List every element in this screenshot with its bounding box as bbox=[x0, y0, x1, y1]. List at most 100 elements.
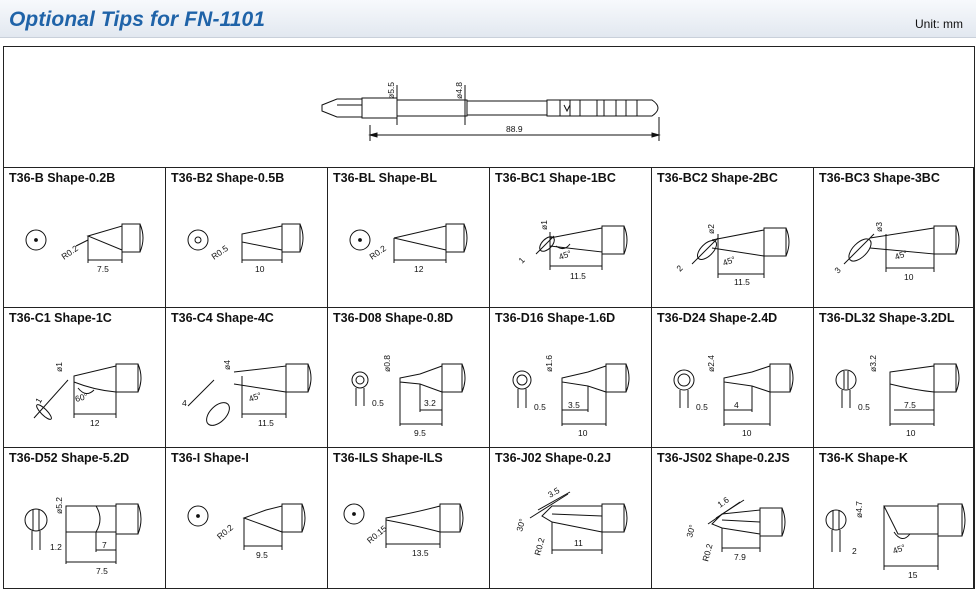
tip-drawing: R0.15 13.5 bbox=[343, 503, 464, 558]
tip-dim: 1.6 bbox=[715, 495, 731, 510]
tip-cell: T36-BC3 Shape-3BC ø3 3 45° 10 bbox=[814, 168, 974, 308]
tip-label: T36-K Shape-K bbox=[819, 451, 908, 465]
tip-dim: R0.2 bbox=[367, 243, 388, 262]
tip-dim: 3 bbox=[832, 265, 843, 276]
tip-dim: ø2.4 bbox=[706, 355, 716, 372]
tip-dim: 2 bbox=[852, 546, 857, 556]
tip-dim: R0.15 bbox=[365, 523, 389, 545]
tip-dim: 1.2 bbox=[50, 542, 62, 552]
tip-drawing: ø1 1 60° 12 bbox=[33, 362, 142, 428]
tip-dim: 45° bbox=[721, 254, 737, 268]
tip-drawing: R0.5 10 bbox=[187, 223, 304, 274]
tip-cell: T36-C1 Shape-1C ø1 1 60° 12 bbox=[4, 308, 166, 448]
tip-dim: 4 bbox=[734, 400, 739, 410]
page-title: Optional Tips for FN-1101 bbox=[9, 8, 266, 31]
tip-cell: T36-D08 Shape-0.8D ø0.8 0.5 3.2 9.5 bbox=[328, 308, 490, 448]
tip-dim: 7.5 bbox=[97, 264, 109, 274]
tip-dim: 10 bbox=[255, 264, 265, 274]
tip-dim: 4 bbox=[182, 398, 187, 408]
tip-dim: ø0.8 bbox=[382, 355, 392, 372]
tip-label: T36-D24 Shape-2.4D bbox=[657, 311, 778, 325]
tip-dim: ø2 bbox=[706, 224, 716, 234]
tip-cell: T36-D16 Shape-1.6D ø1.6 0.5 3.5 10 bbox=[490, 308, 652, 448]
tip-cell: T36-D52 Shape-5.2D ø5.2 1.2 7 7.5 bbox=[4, 448, 166, 588]
handle-drawing-panel: ø5.5 ø4.8 88.9 bbox=[4, 47, 974, 168]
tip-dim: R0.5 bbox=[209, 243, 230, 262]
tip-dim: 7 bbox=[102, 540, 107, 550]
tip-dim: ø5.2 bbox=[54, 497, 64, 514]
tip-dim: ø4.7 bbox=[854, 501, 864, 518]
tip-cell: T36-K Shape-K ø4.7 2 45° 15 bbox=[814, 448, 974, 588]
tip-drawing: R0.2 7.5 bbox=[25, 223, 144, 274]
tip-dim: 3.5 bbox=[546, 485, 561, 500]
tip-label: T36-ILS Shape-ILS bbox=[333, 451, 443, 465]
tip-dim: 12 bbox=[414, 264, 424, 274]
tip-dim: 45° bbox=[247, 390, 263, 404]
tip-drawing: ø1 1 45° 11.5 bbox=[516, 220, 628, 281]
tip-drawing: ø2.4 0.5 4 10 bbox=[673, 355, 794, 438]
tip-dim: ø3 bbox=[874, 222, 884, 232]
page-header: Optional Tips for FN-1101 Unit: mm bbox=[0, 0, 976, 38]
tip-dim: 10 bbox=[578, 428, 588, 438]
tip-dim: 3.2 bbox=[424, 398, 436, 408]
tip-label: T36-BC2 Shape-2BC bbox=[657, 171, 778, 185]
tip-drawing: 3.5 30° R0.2 11 bbox=[514, 485, 628, 557]
tip-drawing: 1.6 30° R0.2 7.9 bbox=[684, 495, 786, 563]
tip-dim: 30° bbox=[684, 524, 697, 539]
tip-dim: 10 bbox=[904, 272, 914, 282]
tip-dim: ø4 bbox=[222, 360, 232, 370]
tip-drawing: ø3 3 45° 10 bbox=[832, 222, 960, 282]
tip-drawing: ø4.7 2 45° 15 bbox=[825, 501, 966, 580]
tip-dim: 13.5 bbox=[412, 548, 429, 558]
tip-label: T36-BL Shape-BL bbox=[333, 171, 437, 185]
tip-drawing: ø0.8 0.5 3.2 9.5 bbox=[351, 355, 466, 438]
hero-dim-length: 88.9 bbox=[506, 124, 523, 134]
tip-cell: T36-BL Shape-BL R0.2 12 bbox=[328, 168, 490, 308]
tip-drawing: R0.2 9.5 bbox=[187, 503, 306, 560]
handle-drawing: ø5.5 ø4.8 88.9 bbox=[321, 82, 661, 141]
tip-dim: 3.5 bbox=[568, 400, 580, 410]
hero-dim-diameter-2: ø4.8 bbox=[454, 82, 464, 99]
tip-label: T36-C1 Shape-1C bbox=[9, 311, 112, 325]
tip-cell: T36-I Shape-I R0.2 9.5 bbox=[166, 448, 328, 588]
tip-dim: ø1 bbox=[539, 220, 549, 230]
tip-label: T36-C4 Shape-4C bbox=[171, 311, 274, 325]
tip-dim: ø1 bbox=[54, 362, 64, 372]
tip-label: T36-B Shape-0.2B bbox=[9, 171, 116, 185]
tip-dim: 11.5 bbox=[258, 418, 274, 428]
tip-label: T36-B2 Shape-0.5B bbox=[171, 171, 285, 185]
tip-dim: R0.2 bbox=[215, 522, 235, 541]
tip-cell: T36-BC2 Shape-2BC ø2 2 45° 11.5 bbox=[652, 168, 814, 308]
tip-cell: T36-B Shape-0.2B R0.2 7.5 bbox=[4, 168, 166, 308]
tip-label: T36-BC1 Shape-1BC bbox=[495, 171, 616, 185]
tip-dim: 10 bbox=[906, 428, 916, 438]
tip-cell: T36-JS02 Shape-0.2JS 1.6 30° R0.2 7.9 bbox=[652, 448, 814, 588]
tip-cell: T36-C4 Shape-4C ø4 4 45° 11.5 bbox=[166, 308, 328, 448]
tip-label: T36-DL32 Shape-3.2DL bbox=[819, 311, 955, 325]
tips-table: ø5.5 ø4.8 88.9 T36-B Shape-0.2B R0.2 7.5 bbox=[3, 46, 975, 589]
tip-dim: 0.5 bbox=[372, 398, 384, 408]
tip-cell: T36-ILS Shape-ILS R0.15 13.5 bbox=[328, 448, 490, 588]
hero-dim-diameter-1: ø5.5 bbox=[386, 82, 396, 99]
tip-dim: R0.2 bbox=[700, 542, 714, 562]
tip-dim: 45° bbox=[891, 542, 907, 556]
tip-dim: 7.9 bbox=[734, 552, 746, 562]
tip-label: T36-D16 Shape-1.6D bbox=[495, 311, 616, 325]
tip-dim: 60° bbox=[74, 391, 89, 404]
tip-dim: 11.5 bbox=[734, 277, 750, 287]
tip-drawing: ø2 2 45° 11.5 bbox=[674, 224, 790, 287]
tip-label: T36-I Shape-I bbox=[171, 451, 249, 465]
tip-drawing: ø5.2 1.2 7 7.5 bbox=[24, 497, 142, 576]
tip-dim: 15 bbox=[908, 570, 918, 580]
tip-dim: 45° bbox=[557, 248, 573, 262]
tip-cell: T36-J02 Shape-0.2J 3.5 30° R0.2 11 bbox=[490, 448, 652, 588]
tip-dim: 30° bbox=[514, 518, 527, 533]
tip-label: T36-BC3 Shape-3BC bbox=[819, 171, 940, 185]
tip-dim: R0.2 bbox=[532, 536, 546, 556]
tip-dim: 0.5 bbox=[696, 402, 708, 412]
tip-cell: T36-DL32 Shape-3.2DL ø3.2 0.5 7.5 10 bbox=[814, 308, 974, 448]
tips-grid: T36-B Shape-0.2B R0.2 7.5 T36-B2 Shape-0… bbox=[4, 168, 974, 588]
tip-dim: 0.5 bbox=[534, 402, 546, 412]
tip-cell: T36-BC1 Shape-1BC ø1 1 45° 11.5 bbox=[490, 168, 652, 308]
tip-cell: T36-D24 Shape-2.4D ø2.4 0.5 4 10 bbox=[652, 308, 814, 448]
